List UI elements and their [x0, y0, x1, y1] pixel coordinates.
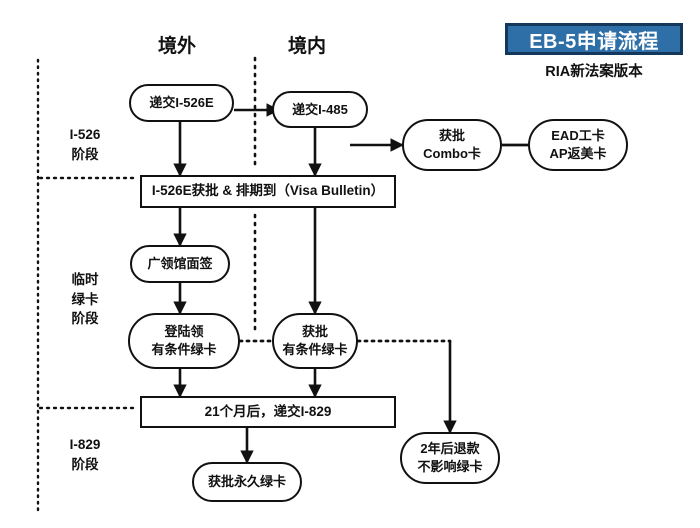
- title-banner-subtitle: RIA新法案版本: [545, 64, 643, 80]
- node-submit-i485[interactable]: 递交I-485: [272, 91, 368, 128]
- node-i526e-approved-visa-bulletin[interactable]: I-526E获批 & 排期到（Visa Bulletin）: [140, 175, 396, 208]
- node-refund-after-2-years[interactable]: 2年后退款 不影响绿卡: [400, 432, 500, 484]
- node-ead-ap-card[interactable]: EAD工卡 AP返美卡: [528, 119, 628, 171]
- column-header-overseas: 境外: [158, 36, 197, 57]
- node-approved-conditional-green-card[interactable]: 获批 有条件绿卡: [272, 313, 358, 369]
- node-approved-permanent-green-card[interactable]: 获批永久绿卡: [192, 462, 302, 502]
- stage-label-i526: I-526 阶段: [69, 127, 101, 162]
- column-header-domestic: 境内: [288, 36, 327, 57]
- title-banner: EB-5申请流程: [505, 23, 683, 55]
- node-land-conditional-green-card[interactable]: 登陆领 有条件绿卡: [128, 313, 240, 369]
- node-consulate-interview[interactable]: 广领馆面签: [130, 245, 230, 283]
- node-submit-i526e[interactable]: 递交I-526E: [129, 84, 234, 122]
- stage-label-i829: I-829 阶段: [69, 437, 101, 472]
- title-banner-text: EB-5申请流程: [529, 30, 659, 53]
- node-approved-combo-card[interactable]: 获批 Combo卡: [402, 119, 502, 171]
- stage-label-temporary-green-card: 临时 绿卡 阶段: [71, 272, 99, 327]
- node-submit-i829-after-21-months[interactable]: 21个月后，递交I-829: [140, 396, 396, 428]
